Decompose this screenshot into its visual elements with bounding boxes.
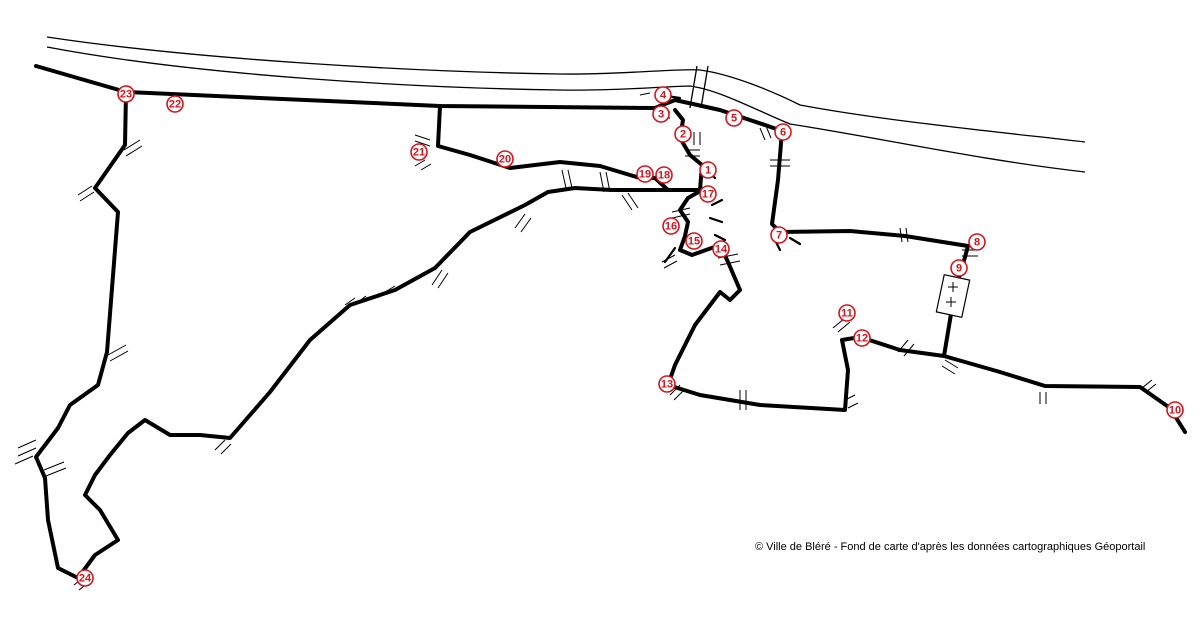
stop-marker-20: 20 <box>496 150 514 168</box>
stop-marker-10: 10 <box>1166 401 1184 419</box>
stop-marker-13: 13 <box>658 375 676 393</box>
stop-marker-circle <box>636 165 654 183</box>
building-box <box>935 274 971 318</box>
stop-marker-label: 2 <box>680 129 686 141</box>
route-path <box>34 90 704 580</box>
stop-marker-23: 23 <box>117 85 135 103</box>
stop-marker-2: 2 <box>674 125 692 143</box>
route-path <box>666 188 946 412</box>
stop-marker-circle <box>166 95 184 113</box>
stop-marker-label: 1 <box>705 165 711 177</box>
stop-marker-circle <box>76 569 94 587</box>
stop-marker-3: 3 <box>652 105 670 123</box>
stop-marker-circle <box>685 232 703 250</box>
stop-marker-22: 22 <box>166 95 184 113</box>
stop-marker-14: 14 <box>712 240 730 258</box>
stop-marker-circle <box>655 166 673 184</box>
building-cross <box>946 282 958 307</box>
stop-marker-label: 9 <box>956 263 962 275</box>
river-bank-north <box>46 36 1086 143</box>
bridge-line <box>689 65 698 109</box>
stop-marker-24: 24 <box>76 569 94 587</box>
stop-marker-label: 11 <box>841 308 853 320</box>
stop-marker-label: 6 <box>780 127 786 139</box>
stop-marker-circle <box>699 185 717 203</box>
stop-marker-label: 14 <box>715 244 728 256</box>
stop-marker-circle <box>968 233 986 251</box>
stop-marker-label: 7 <box>776 230 782 242</box>
stop-marker-label: 15 <box>688 236 700 248</box>
stop-marker-circle <box>662 217 680 235</box>
stop-marker-6: 6 <box>774 123 792 141</box>
stop-marker-circle <box>699 161 717 179</box>
stop-marker-9: 9 <box>950 259 968 277</box>
stop-marker-circle <box>853 329 871 347</box>
route-path <box>436 104 670 192</box>
stop-marker-label: 22 <box>169 99 181 111</box>
stop-marker-circle <box>674 125 692 143</box>
bridge-line <box>700 65 709 109</box>
stop-marker-circle <box>410 143 428 161</box>
stop-marker-15: 15 <box>685 232 703 250</box>
stop-marker-circle <box>838 304 856 322</box>
stop-marker-label: 21 <box>413 147 425 159</box>
stop-marker-label: 17 <box>702 189 714 201</box>
stop-marker-label: 20 <box>499 154 511 166</box>
stop-marker-4: 4 <box>654 86 672 104</box>
stop-marker-7: 7 <box>770 226 788 244</box>
stop-marker-label: 23 <box>120 89 132 101</box>
stop-marker-label: 19 <box>639 169 651 181</box>
stop-marker-16: 16 <box>662 217 680 235</box>
stop-marker-17: 17 <box>699 185 717 203</box>
stop-marker-label: 18 <box>658 170 670 182</box>
stop-marker-1: 1 <box>699 161 717 179</box>
stop-marker-circle <box>496 150 514 168</box>
stop-marker-label: 8 <box>974 237 980 249</box>
stop-marker-12: 12 <box>853 329 871 347</box>
stop-marker-circle <box>654 86 672 104</box>
stop-marker-label: 10 <box>1169 405 1181 417</box>
stop-marker-label: 3 <box>658 109 664 121</box>
stop-marker-21: 21 <box>410 143 428 161</box>
stop-marker-label: 4 <box>660 90 667 102</box>
river-bank-south <box>46 46 1086 173</box>
stop-marker-label: 5 <box>731 113 737 125</box>
stop-marker-11: 11 <box>838 304 856 322</box>
stop-marker-label: 13 <box>661 379 673 391</box>
stop-marker-label: 16 <box>665 221 677 233</box>
stop-marker-circle <box>658 375 676 393</box>
stop-marker-circle <box>1166 401 1184 419</box>
stop-marker-circle <box>774 123 792 141</box>
crossing-marks <box>14 92 1157 591</box>
stop-marker-circle <box>652 105 670 123</box>
stop-marker-5: 5 <box>725 109 743 127</box>
stop-marker-circle <box>725 109 743 127</box>
stop-marker-label: 24 <box>79 573 92 585</box>
stop-marker-19: 19 <box>636 165 654 183</box>
stop-marker-circle <box>950 259 968 277</box>
stop-marker-circle <box>117 85 135 103</box>
stop-marker-8: 8 <box>968 233 986 251</box>
stop-marker-circle <box>770 226 788 244</box>
stop-marker-circle <box>712 240 730 258</box>
stop-marker-18: 18 <box>655 166 673 184</box>
route-path <box>34 64 1187 434</box>
map-credit: © Ville de Bléré - Fond de carte d'après… <box>755 541 1146 553</box>
stop-marker-label: 12 <box>856 333 868 345</box>
